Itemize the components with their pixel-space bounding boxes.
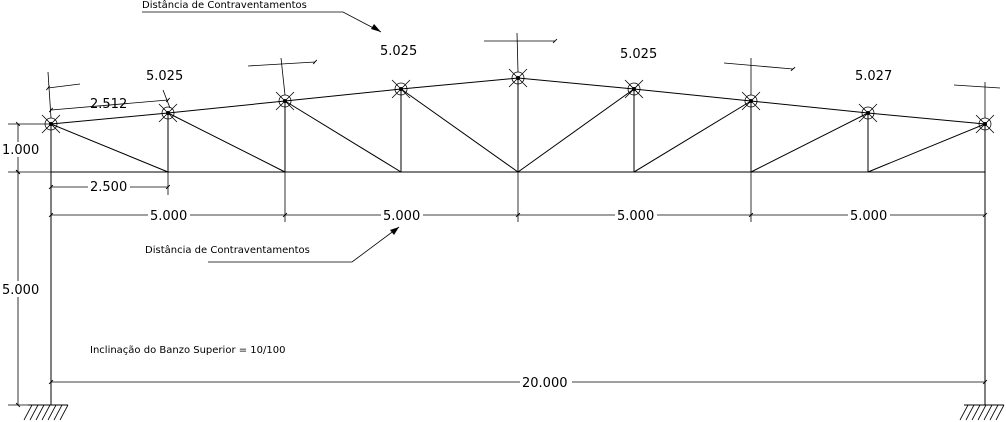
dim-column-height: 5.000 (2, 283, 39, 298)
dim-half-panel: 2.500 (90, 180, 127, 195)
dim-bracing-3: 5.000 (617, 209, 654, 224)
dim-bracing-1: 5.000 (150, 209, 187, 224)
dim-bracing-2: 5.000 (383, 209, 420, 224)
truss-verticals (168, 78, 868, 172)
dim-top-2: 5.025 (380, 44, 417, 59)
dim-top-half: 2.512 (90, 97, 127, 112)
dim-bracing-4: 5.000 (850, 209, 887, 224)
bracing-leader-top (142, 12, 381, 32)
slope-note: Inclinação do Banzo Superior = 10/100 (90, 345, 285, 356)
bracing-label-bottom: Distância de Contraventamentos (145, 244, 310, 256)
bracing-leader-bottom-arrow (390, 227, 399, 235)
dim-total-span: 20.000 (522, 376, 568, 391)
height-dimension-lines (8, 124, 51, 405)
bracing-leader-top-arrow (371, 24, 381, 32)
fixed-support-icon (960, 405, 1004, 420)
bracing-label-top: Distância de Contraventamentos (142, 0, 307, 11)
fixed-support-icon (24, 405, 68, 420)
dim-top-3: 5.025 (620, 47, 657, 62)
dim-top-1: 5.025 (146, 69, 183, 84)
dim-top-4: 5.027 (855, 69, 892, 84)
dim-truss-height: 1.000 (2, 143, 39, 158)
